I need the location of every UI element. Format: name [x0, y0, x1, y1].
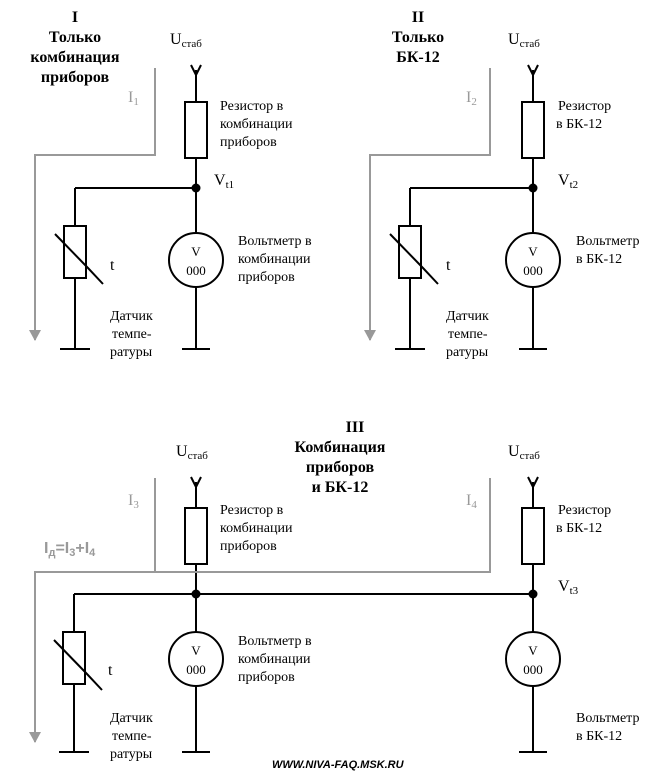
section-2-supply-label: Uстаб — [508, 31, 540, 50]
section-2-current-path — [364, 68, 491, 341]
section-3-left-voltmeter-label-1: Вольтметр в — [238, 634, 312, 649]
section-3-numeral: III — [346, 419, 365, 436]
section-2-sensor-label-2: темпе- — [448, 327, 488, 342]
section-3-sensor-label-3: ратуры — [110, 747, 153, 762]
section-2-voltmeter-label-1: Вольтметр — [576, 234, 639, 249]
section-2-resistor-label-1: Резистор — [558, 99, 611, 114]
section-1-t-label: t — [110, 257, 115, 274]
section-2-node-label: Vt2 — [558, 172, 578, 191]
section-1-node-label: Vt1 — [214, 172, 234, 191]
section-1-thermistor-slash — [54, 233, 104, 285]
section-3-thermistor-slash — [53, 639, 103, 691]
section-1-numeral: I — [72, 9, 78, 26]
section-3-right-voltmeter-label-2: в БК-12 — [576, 729, 622, 744]
section-1-voltmeter — [168, 232, 224, 288]
section-1-resistor-label-2: комбинации — [220, 117, 293, 132]
section-2-title-line-1: Только — [392, 29, 444, 46]
section-3-right-supply-label: Uстаб — [508, 443, 540, 462]
section-3-right-voltmeter — [505, 631, 561, 687]
site-url-footer: WWW.NIVA-FAQ.MSK.RU — [272, 759, 405, 771]
section-1: I Только комбинация приборов Uстаб Резис… — [29, 9, 312, 360]
section-1-sensor-label-3: ратуры — [110, 345, 153, 360]
section-3-right-junction-dot — [528, 589, 538, 599]
section-2-junction-dot — [528, 183, 538, 193]
section-2-current-label: I2 — [466, 89, 477, 108]
section-3: III Комбинация приборов и БК-12 Uстаб Ре… — [29, 419, 639, 762]
section-1-title-line-1: Только — [49, 29, 101, 46]
section-2-voltmeter-label-2: в БК-12 — [576, 252, 622, 267]
section-1-voltmeter-reading: 000 — [186, 263, 206, 278]
section-2-thermistor — [398, 225, 422, 279]
section-3-thermistor — [62, 631, 86, 685]
section-3-left-voltmeter-label-3: приборов — [238, 670, 295, 685]
section-1-title-line-2: комбинация — [30, 49, 119, 66]
section-3-left-resistor-label-1: Резистор в — [220, 503, 284, 518]
section-3-left-supply-label: Uстаб — [176, 443, 208, 462]
section-2-thermistor-slash — [389, 233, 439, 285]
section-3-left-junction-dot — [191, 589, 201, 599]
section-3-current-i4-label: I4 — [466, 492, 477, 511]
section-2-voltmeter-reading: 000 — [523, 263, 543, 278]
section-2-title-line-2: БК-12 — [396, 49, 440, 66]
section-3-title-line-2: приборов — [306, 459, 375, 476]
section-2-numeral: II — [412, 9, 424, 26]
section-2-t-label: t — [446, 257, 451, 274]
section-1-voltmeter-label-2: комбинации — [238, 252, 311, 267]
section-2-resistor-label-2: в БК-12 — [556, 117, 602, 132]
section-3-left-resistor-label-2: комбинации — [220, 521, 293, 536]
section-1-current-path — [29, 68, 156, 341]
section-1-resistor — [184, 101, 208, 159]
section-1-current-label: I1 — [128, 89, 139, 108]
section-2: II Только БК-12 Uстаб Резистор в БК-12 V… — [364, 9, 639, 360]
section-3-left-voltmeter-symbol: V — [191, 643, 201, 658]
section-3-left-voltmeter-label-2: комбинации — [238, 652, 311, 667]
section-1-voltmeter-label-1: Вольтметр в — [238, 234, 312, 249]
section-3-left-voltmeter — [168, 631, 224, 687]
section-2-voltmeter-symbol: V — [528, 244, 538, 259]
section-1-voltmeter-label-3: приборов — [238, 270, 295, 285]
section-3-current-i4-path — [29, 478, 491, 743]
section-3-right-voltmeter-symbol: V — [528, 643, 538, 658]
section-3-title-line-3: и БК-12 — [312, 479, 369, 496]
section-1-sensor-label-2: темпе- — [112, 327, 152, 342]
section-3-node-label: Vt3 — [558, 578, 579, 597]
section-2-sensor-label-3: ратуры — [446, 345, 489, 360]
section-1-thermistor — [63, 225, 87, 279]
section-3-current-i3-label: I3 — [128, 492, 139, 511]
section-3-right-voltmeter-reading: 000 — [523, 662, 543, 677]
section-1-supply-label: Uстаб — [170, 31, 202, 50]
section-3-left-resistor — [184, 507, 208, 565]
section-3-right-voltmeter-label-1: Вольтметр — [576, 711, 639, 726]
section-3-title-line-1: Комбинация — [295, 439, 386, 456]
section-3-right-resistor-label-1: Резистор — [558, 503, 611, 518]
section-3-current-sum-equation: Iд=I3+I4 — [44, 540, 96, 559]
section-3-right-resistor-label-2: в БК-12 — [556, 521, 602, 536]
section-2-resistor — [521, 101, 545, 159]
section-2-voltmeter — [505, 232, 561, 288]
section-3-left-resistor-label-3: приборов — [220, 539, 277, 554]
section-1-resistor-label-3: приборов — [220, 135, 277, 150]
section-3-sensor-label-2: темпе- — [112, 729, 152, 744]
section-2-sensor-label-1: Датчик — [446, 309, 489, 324]
section-1-title-line-3: приборов — [41, 69, 110, 86]
section-3-sensor-label-1: Датчик — [110, 711, 153, 726]
section-1-junction-dot — [191, 183, 201, 193]
section-1-voltmeter-symbol: V — [191, 244, 201, 259]
section-3-right-resistor — [521, 507, 545, 565]
section-3-t-label: t — [108, 662, 113, 679]
section-3-left-voltmeter-reading: 000 — [186, 662, 206, 677]
section-1-resistor-label-1: Резистор в — [220, 99, 284, 114]
section-1-sensor-label-1: Датчик — [110, 309, 153, 324]
